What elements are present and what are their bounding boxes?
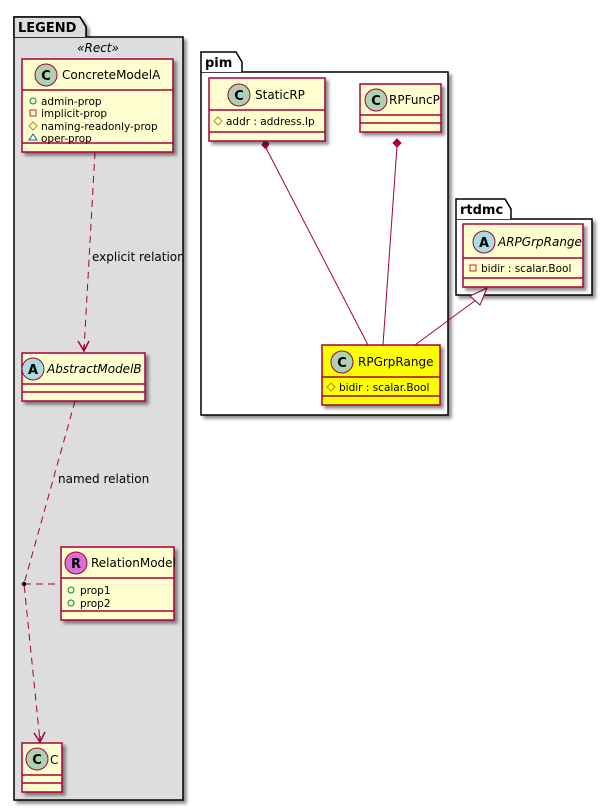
edges [23, 145, 477, 744]
private-visibility-icon [469, 264, 477, 272]
class-name: ConcreteModelA [62, 68, 161, 82]
composition-diamond [261, 139, 270, 150]
class-rp-grp-range[interactable]: C RPGrpRange bidir : scalar.Bool [321, 344, 441, 406]
arrowhead-open [77, 340, 90, 353]
arrowhead-open [33, 731, 46, 744]
public-visibility-icon [29, 97, 37, 105]
edge-static-composition [265, 147, 369, 346]
private-visibility-icon [29, 109, 37, 117]
svg-text:C: C [337, 356, 347, 371]
attribute: bidir : scalar.Bool [481, 263, 571, 275]
class-concrete-model-a[interactable]: C ConcreteModelA admin-prop implicit-pro… [21, 58, 174, 153]
attribute: bidir : scalar.Bool [339, 382, 429, 394]
class-name: ARPGrpRange [497, 235, 582, 249]
package-title: LEGEND [18, 21, 77, 36]
class-c-icon [34, 63, 58, 87]
relation-r-icon [64, 551, 88, 575]
svg-text:C: C [41, 69, 51, 84]
class-c[interactable]: C C [21, 742, 63, 793]
class-c-icon [25, 747, 49, 771]
class-static-rp[interactable]: C StaticRP addr : address.Ip [208, 77, 326, 142]
edge-label-explicit: explicit relation [92, 250, 185, 264]
class-name: RelationModel [91, 556, 176, 570]
protected-visibility-icon [213, 116, 223, 126]
svg-text:C: C [371, 94, 381, 109]
class-name: RPGrpRange [358, 355, 433, 369]
edge-generalization [414, 299, 477, 346]
attribute: admin-prop [41, 96, 102, 108]
svg-text:C: C [32, 753, 42, 768]
edge-explicit-relation [83, 151, 96, 351]
class-relation-model[interactable]: R RelationModel prop1 prop2 [60, 546, 176, 621]
svg-text:C: C [234, 89, 244, 104]
class-name: RPFuncP [389, 93, 440, 107]
class-c-icon [330, 350, 354, 374]
class-name: AbstractModelB [46, 362, 142, 376]
attribute: prop2 [80, 598, 111, 610]
attribute: oper-prop [41, 133, 92, 145]
class-name: C [50, 753, 58, 767]
svg-text:R: R [71, 557, 81, 572]
edge-func-composition [382, 145, 398, 346]
abstract-a-icon [21, 357, 45, 381]
edge-named-relation [23, 400, 76, 742]
class-name: StaticRP [255, 88, 305, 102]
abstract-a-icon [472, 230, 496, 254]
attribute: naming-readonly-prop [41, 121, 158, 133]
attribute: prop1 [80, 585, 111, 597]
package-title: rtdmc [460, 203, 503, 218]
class-rp-func-p[interactable]: C RPFuncP [359, 83, 442, 133]
class-c-icon [364, 88, 388, 112]
protected-visibility-icon [326, 382, 336, 392]
association-junction-dot [21, 581, 27, 587]
package-legend: LEGEND «Rect» [13, 16, 184, 801]
svg-text:A: A [28, 363, 38, 378]
protected-visibility-icon [28, 121, 38, 131]
public-visibility-icon [67, 599, 75, 607]
class-arp-grp-range[interactable]: A ARPGrpRange bidir : scalar.Bool [462, 223, 584, 288]
class-abstract-model-b[interactable]: A AbstractModelB [21, 352, 146, 402]
generalization-triangle [469, 286, 488, 306]
package-stereotype: «Rect» [77, 41, 119, 55]
package-visibility-icon [28, 133, 38, 141]
edge-label-named: named relation [58, 472, 149, 486]
package-title: pim [205, 56, 232, 71]
class-c-icon [227, 83, 251, 107]
svg-text:A: A [479, 236, 489, 251]
attribute: addr : address.Ip [226, 116, 315, 128]
attribute: implicit-prop [41, 108, 107, 120]
public-visibility-icon [67, 586, 75, 594]
composition-diamond [392, 138, 402, 148]
